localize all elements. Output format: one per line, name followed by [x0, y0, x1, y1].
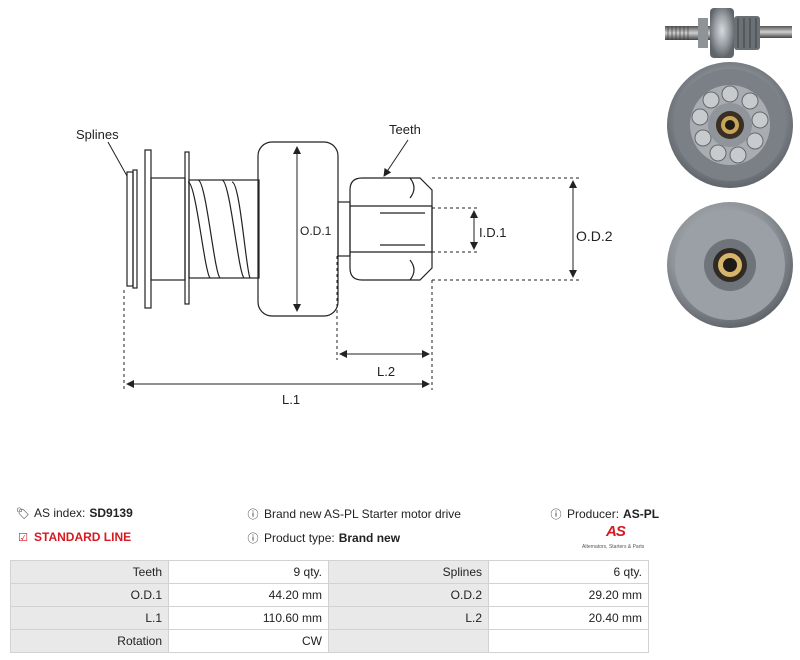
- specs-table: Teeth 9 qty. Splines 6 qty. O.D.1 44.20 …: [10, 560, 649, 653]
- spec-key: [328, 629, 489, 653]
- spec-key: Rotation: [10, 629, 169, 653]
- technical-drawing: Splines Teeth O.D.1 O.D.2 I.D.1 L.2 L.1: [76, 8, 793, 407]
- tags-icon: 🏷︎: [16, 507, 30, 520]
- spec-key: L.2: [328, 606, 489, 630]
- spec-key: L.1: [10, 606, 169, 630]
- as-index-value: SD9139: [89, 506, 133, 520]
- photo-pinion-end-view: [667, 62, 793, 188]
- description-text: Brand new AS-PL Starter motor drive: [264, 507, 461, 521]
- table-row: Rotation CW: [10, 629, 649, 653]
- spec-key: Teeth: [10, 560, 169, 584]
- spec-value: 20.40 mm: [488, 606, 649, 630]
- label-l2: L.2: [377, 364, 395, 379]
- table-row: Teeth 9 qty. Splines 6 qty.: [10, 560, 649, 584]
- info-icon: ⓘ: [247, 533, 259, 545]
- table-row: O.D.1 44.20 mm O.D.2 29.20 mm: [10, 583, 649, 607]
- spec-value: 44.20 mm: [168, 583, 329, 607]
- standard-line-label: STANDARD LINE: [34, 530, 132, 544]
- logo-mark: AS: [606, 523, 626, 540]
- as-index-row: 🏷︎ AS index: SD9139: [16, 506, 133, 520]
- photo-rear-end-view: [667, 202, 793, 328]
- brand-logo: AS Alternators, Starters & Parts: [582, 523, 652, 553]
- spec-value: 110.60 mm: [168, 606, 329, 630]
- spec-key: Splines: [328, 560, 489, 584]
- label-od2: O.D.2: [576, 228, 613, 244]
- label-id1: I.D.1: [479, 225, 506, 240]
- spec-key: O.D.1: [10, 583, 169, 607]
- dimension-lines: [107, 139, 580, 390]
- info-icon: ⓘ: [550, 509, 562, 521]
- spec-value: [488, 629, 649, 653]
- spec-value: 6 qty.: [488, 560, 649, 584]
- spec-value: CW: [168, 629, 329, 653]
- spec-value: 29.20 mm: [488, 583, 649, 607]
- producer-row: ⓘ Producer: AS-PL: [549, 506, 660, 522]
- table-row: L.1 110.60 mm L.2 20.40 mm: [10, 606, 649, 630]
- spec-key: O.D.2: [328, 583, 489, 607]
- label-od1: O.D.1: [300, 224, 332, 238]
- photo-side-view: [665, 8, 792, 58]
- label-l1: L.1: [282, 392, 300, 407]
- as-index-label: AS index:: [34, 506, 86, 520]
- producer-label: Producer:: [567, 507, 620, 521]
- product-type-value: Brand new: [338, 531, 401, 545]
- label-teeth: Teeth: [389, 122, 421, 137]
- label-splines: Splines: [76, 127, 119, 142]
- product-type-row: ⓘ Product type: Brand new: [246, 530, 401, 546]
- dimension-labels: Splines Teeth O.D.1 O.D.2 I.D.1 L.2 L.1: [76, 122, 613, 407]
- description-row: ⓘ Brand new AS-PL Starter motor drive: [246, 506, 461, 522]
- standard-line-row: ☑ STANDARD LINE: [16, 530, 131, 544]
- spec-value: 9 qty.: [168, 560, 329, 584]
- logo-tagline: Alternators, Starters & Parts: [582, 544, 645, 550]
- info-icon: ⓘ: [247, 509, 259, 521]
- checkbox-icon: ☑: [18, 531, 28, 544]
- producer-value: AS-PL: [623, 507, 660, 521]
- drive-outline: [126, 141, 433, 317]
- product-type-label: Product type:: [264, 531, 335, 545]
